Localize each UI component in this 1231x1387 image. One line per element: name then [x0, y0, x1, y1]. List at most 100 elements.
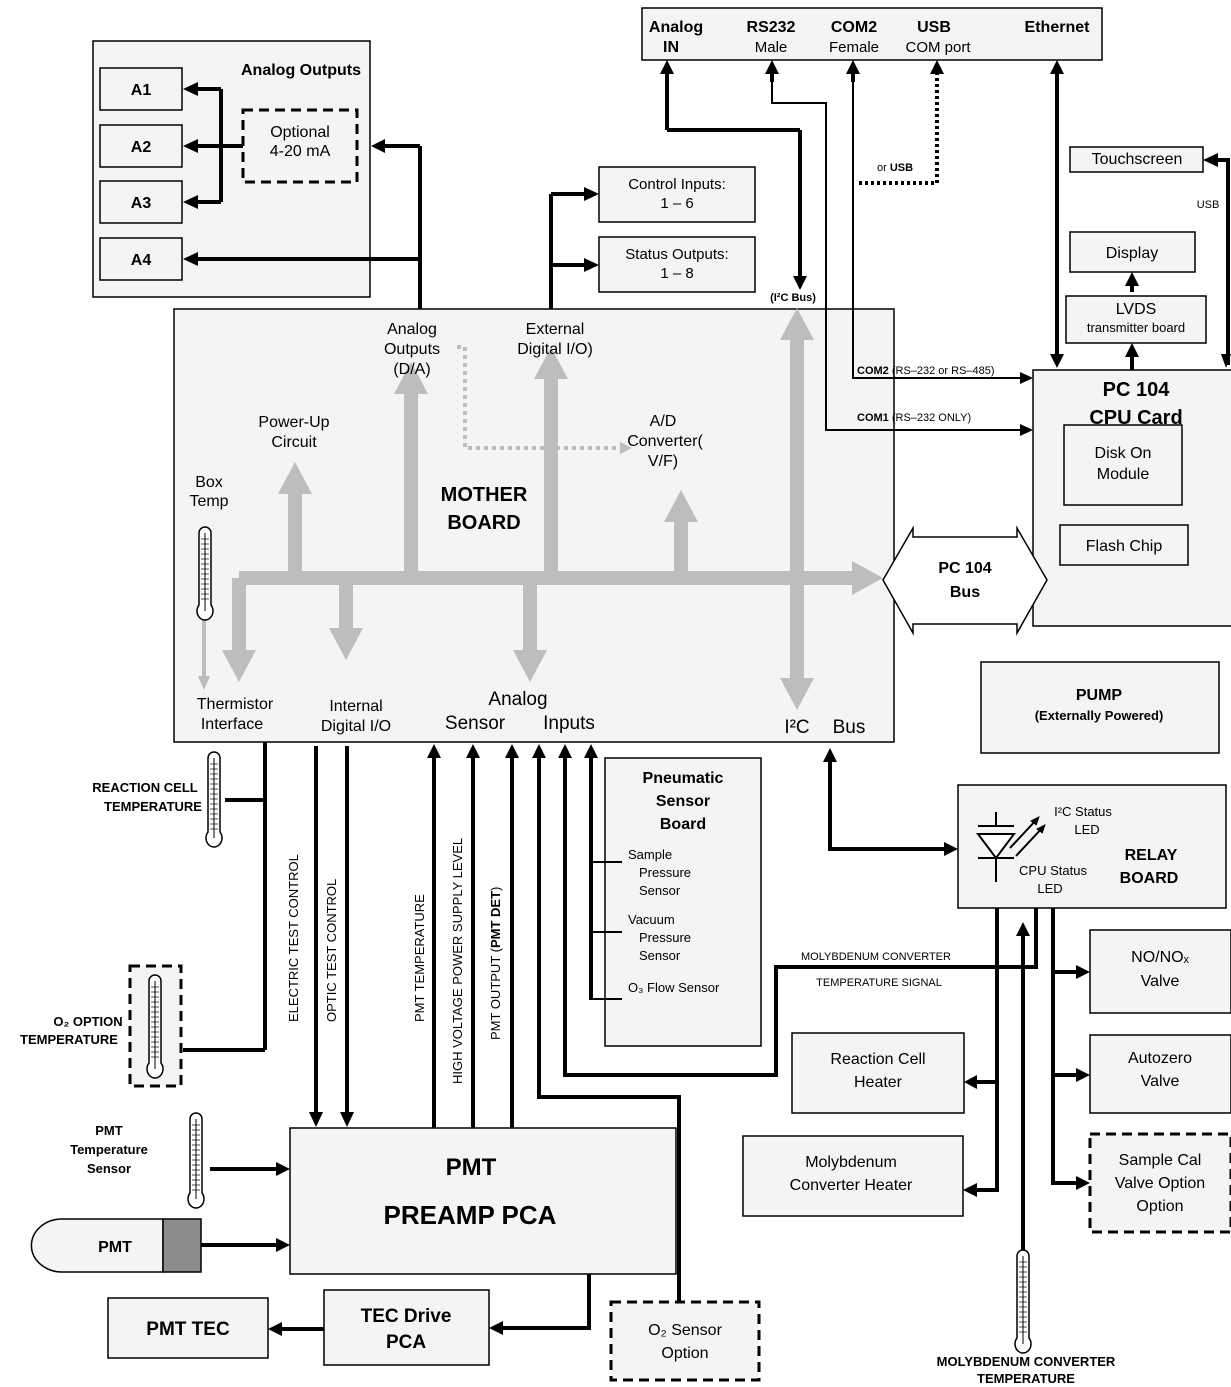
box-temp-thermometer-icon: [196, 526, 214, 621]
port-com2-l1: COM2: [831, 19, 877, 36]
port-usb-l1: USB: [917, 19, 951, 36]
cpu-title-l2: CPU Card: [1089, 407, 1182, 429]
pump-box: [980, 661, 1220, 754]
pump-l2: (Externally Powered): [1035, 708, 1164, 723]
electric-test-control-label: ELECTRIC TEST CONTROL: [286, 854, 301, 1022]
mb-ao-l1: Analog: [387, 321, 437, 338]
mb-thermistor-l1: Thermistor: [197, 696, 274, 713]
port-usb-l2: COM port: [905, 39, 971, 56]
rc-heater-l2: Heater: [854, 1074, 903, 1091]
o2-sensor-l1: O₂ Sensor: [648, 1322, 722, 1339]
mb-ad-l3: V/F): [648, 453, 678, 470]
motherboard-title-l1: MOTHER: [441, 484, 528, 506]
mb-ad-l1: A/D: [650, 413, 677, 430]
relay-cpu-led-l2: LED: [1037, 881, 1062, 896]
rc-heater-l1: Reaction Cell: [830, 1051, 925, 1068]
hv-supply-level-label: HIGH VOLTAGE POWER SUPPLY LEVEL: [450, 838, 465, 1084]
mb-analog-label: Analog: [488, 689, 547, 710]
pmt-preamp-box: [289, 1127, 677, 1275]
moly-heater-box: [742, 1135, 964, 1217]
com1-wire-label: COM1 (RS–232 ONLY): [857, 412, 971, 424]
status-outputs-l2: 1 – 8: [660, 265, 693, 282]
reaction-cell-heater-box: [791, 1032, 965, 1114]
a3-label: A3: [131, 195, 152, 212]
mb-powerup-l1: Power-Up: [258, 414, 329, 431]
a4-label: A4: [131, 252, 152, 269]
ports-bar: [641, 7, 1103, 61]
or-usb-label: or USB: [877, 162, 913, 174]
sample-cal-valve-box: [1088, 1132, 1231, 1234]
pmt-temp-sensor-l3: Sensor: [87, 1161, 131, 1176]
pneumatic-t3: Board: [660, 816, 706, 833]
tec-drive-box: [323, 1289, 490, 1366]
touchscreen-box: [1069, 146, 1204, 173]
pmt-tube-window: [162, 1218, 202, 1273]
relay-cpu-led-l1: CPU Status: [1019, 863, 1087, 878]
moly-signal-l2: TEMPERATURE SIGNAL: [816, 977, 942, 989]
mb-bus-label: Bus: [833, 717, 866, 738]
no-nox-valve-box: [1089, 929, 1231, 1014]
relay-i2c-led-l2: LED: [1074, 822, 1099, 837]
pmt-label: PMT: [98, 1239, 132, 1256]
wiring: [183, 60, 1231, 1336]
pc104-bus-l1: PC 104: [938, 560, 991, 577]
pmt-temp-sensor-l1: PMT: [95, 1123, 123, 1138]
pneumatic-t2: Sensor: [656, 793, 710, 810]
mb-ext-l2: Digital I/O): [517, 341, 593, 358]
com2-wire-label: COM2 (RS–232 or RS–485): [857, 365, 995, 377]
motherboard-box: [173, 308, 895, 743]
no-valve-l1: NO/NOₓ: [1131, 949, 1189, 966]
o2-temp-l2: TEMPERATURE: [20, 1032, 118, 1047]
pmt-temp-sensor-l2: Temperature: [70, 1142, 148, 1157]
optional-l2: 4-20 mA: [270, 143, 331, 160]
relay-title-l2: BOARD: [1120, 870, 1179, 887]
moly-heater-l2: Converter Heater: [790, 1177, 913, 1194]
preamp-l1: PMT: [446, 1154, 497, 1181]
a3-box: [99, 180, 183, 224]
reaction-cell-temp-l1: REACTION CELL: [92, 780, 198, 795]
port-ethernet: Ethernet: [1025, 19, 1091, 36]
mb-boxtemp-l1: Box: [195, 474, 223, 491]
relay-title-l1: RELAY: [1125, 847, 1178, 864]
sample-pressure-l1: Sample: [628, 847, 672, 862]
i2c-bus-top-label: (I²C Bus): [770, 292, 816, 304]
vacuum-pressure-l3: Sensor: [639, 948, 681, 963]
display-label: Display: [1106, 245, 1158, 262]
autozero-valve-box: [1089, 1034, 1231, 1114]
thermometers: [146, 526, 1032, 1354]
port-analog-l2: IN: [663, 39, 679, 56]
autozero-l1: Autozero: [1128, 1050, 1192, 1067]
pmt-temperature-label: PMT TEMPERATURE: [412, 894, 427, 1022]
disk-on-module-l1: Disk On: [1095, 445, 1152, 462]
mb-ext-l1: External: [526, 321, 585, 338]
mb-boxtemp-l2: Temp: [189, 493, 228, 510]
mb-thermistor-l2: Interface: [201, 716, 263, 733]
reaction-cell-temp-l2: TEMPERATURE: [104, 799, 202, 814]
motherboard-title-l2: BOARD: [447, 512, 520, 534]
mb-sensor-label: Sensor: [445, 713, 506, 734]
sample-pressure-l3: Sensor: [639, 883, 681, 898]
mb-ao-l2: Outputs: [384, 341, 440, 358]
preamp-l2: PREAMP PCA: [384, 1200, 557, 1230]
mb-powerup-l2: Circuit: [271, 434, 317, 451]
moly-temp-l1: MOLYBDENUM CONVERTER: [937, 1354, 1116, 1369]
moly-temp-l2: TEMPERATURE: [977, 1371, 1075, 1386]
mb-ao-l3: (D/A): [393, 361, 430, 378]
o2-temp-l1: O₂ OPTION: [53, 1014, 122, 1029]
disk-on-module-box: [1063, 424, 1183, 506]
pmt-output-label: PMT OUTPUT (PMT DET): [488, 887, 503, 1040]
reaction-cell-thermometer-icon: [205, 751, 223, 848]
port-com2-l2: Female: [829, 39, 879, 56]
a2-box: [99, 124, 183, 168]
no-valve-l2: Valve: [1141, 973, 1180, 990]
moly-heater-l1: Molybdenum: [805, 1154, 897, 1171]
da-ad-dotted-link: [457, 345, 622, 450]
samplecal-l1: Sample Cal: [1119, 1152, 1202, 1169]
flash-chip-label: Flash Chip: [1086, 538, 1163, 555]
port-analog-l1: Analog: [649, 19, 703, 36]
pump-l1: PUMP: [1076, 687, 1123, 704]
vacuum-pressure-l1: Vacuum: [628, 912, 675, 927]
relay-i2c-led-l1: I²C Status: [1054, 804, 1112, 819]
pmt-tec-box: [107, 1297, 269, 1359]
autozero-l2: Valve: [1141, 1073, 1180, 1090]
